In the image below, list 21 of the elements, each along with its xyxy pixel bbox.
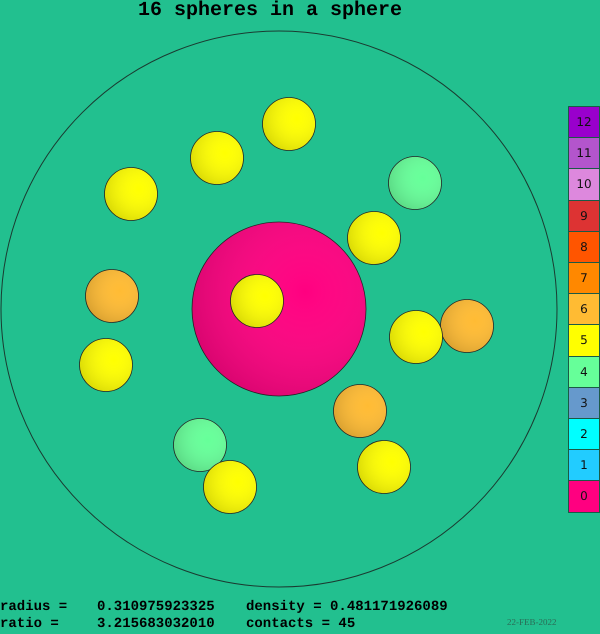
legend-label: 3 — [579, 396, 589, 410]
stat-label: radius = — [0, 599, 68, 615]
legend-label: 2 — [579, 427, 589, 441]
legend-label: 11 — [576, 146, 592, 160]
legend-label: 8 — [579, 240, 589, 254]
legend-label: 12 — [576, 115, 592, 129]
chart-title: 16 spheres in a sphere — [136, 1, 404, 21]
legend-label: 9 — [579, 208, 589, 223]
stat-value: 3.215683032010 — [97, 616, 215, 632]
stat-label: contacts = 45 — [246, 616, 356, 632]
stat-label: ratio = — [0, 616, 59, 632]
legend-label: 6 — [579, 302, 589, 316]
legend-label: 7 — [579, 271, 589, 285]
legend-label: 0 — [579, 489, 589, 504]
stat-label: density = 0.481171926089 — [246, 599, 448, 615]
stat-value: 0.310975923325 — [97, 599, 215, 615]
legend-label: 10 — [576, 177, 592, 192]
legend-label: 5 — [579, 333, 589, 348]
legend-label: 1 — [579, 458, 589, 472]
legend-label: 4 — [579, 364, 589, 379]
date-label: 22-FEB-2022 — [507, 617, 556, 627]
